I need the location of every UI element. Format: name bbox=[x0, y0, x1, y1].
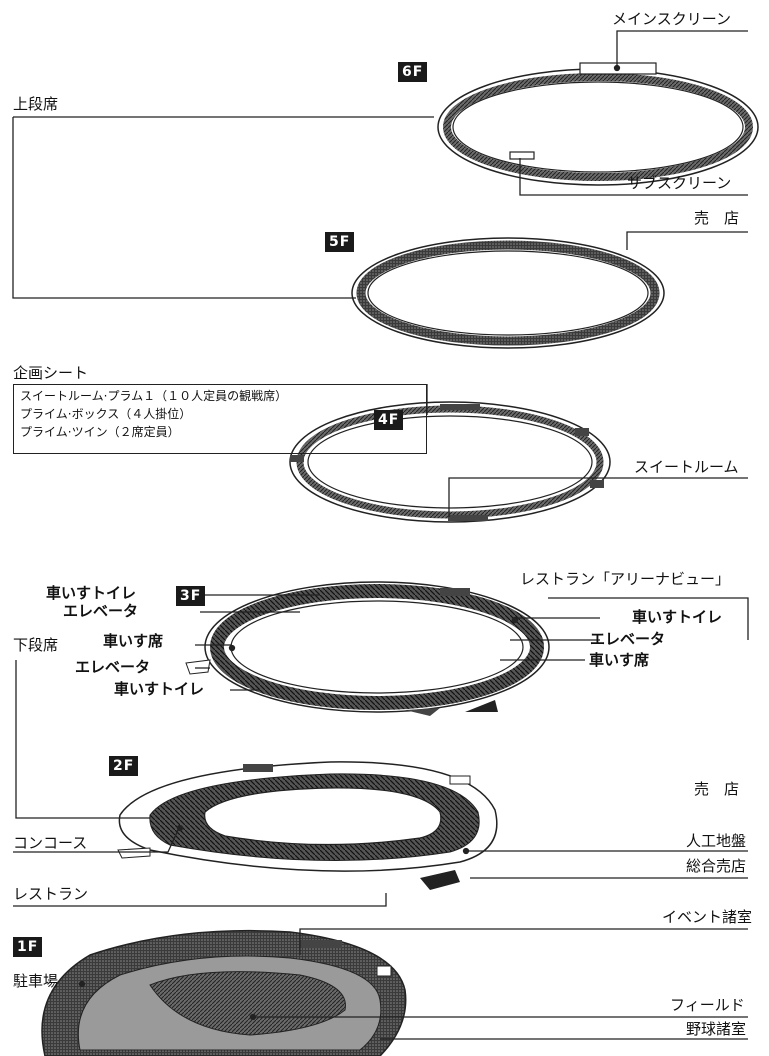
leader-lines-3f bbox=[195, 594, 749, 691]
label-elevator-right: エレベータ bbox=[590, 630, 666, 648]
floor-4f-ring bbox=[289, 401, 611, 523]
floor-1f-ring bbox=[41, 929, 407, 1056]
label-wheelchair-toilet-right: 車いすトイレ bbox=[632, 608, 723, 626]
label-wheelchair-toilet-left-top: 車いすトイレ bbox=[46, 584, 137, 602]
label-parking: 駐車場 bbox=[13, 972, 59, 990]
label-elevator-left-bottom: エレベータ bbox=[75, 658, 151, 676]
label-kikaku-item: スイートルーム·プラム１（１０人定員の観戦席） bbox=[20, 389, 288, 403]
label-general-shop: 総合売店 bbox=[686, 857, 747, 875]
label-kikaku-seat: 企画シート bbox=[13, 364, 89, 382]
label-elevator-left-top: エレベータ bbox=[63, 602, 139, 620]
label-restaurant: レストラン bbox=[13, 885, 89, 903]
label-main-screen: メインスクリーン bbox=[612, 10, 731, 28]
label-wheelchair-seat-left: 車いす席 bbox=[103, 632, 164, 650]
kikaku-seat-box bbox=[13, 384, 427, 454]
floor-6f-ring bbox=[437, 62, 759, 186]
label-sub-screen: サブスクリーン bbox=[627, 174, 732, 192]
floor-badge-2f: 2F bbox=[109, 756, 139, 776]
label-wheelchair-toilet-left-bottom: 車いすトイレ bbox=[114, 680, 205, 698]
label-shop-2f: 売 店 bbox=[694, 780, 740, 798]
label-kikaku-item: プライム·ボックス（４人掛位） bbox=[20, 407, 192, 421]
label-field: フィールド bbox=[670, 996, 745, 1014]
leader-lines-1f bbox=[78, 928, 748, 1040]
leader-lines-6f bbox=[12, 30, 748, 299]
sub-screen-shape bbox=[509, 151, 535, 160]
label-wheelchair-seat-right: 車いす席 bbox=[589, 651, 650, 669]
field-shape bbox=[149, 971, 346, 1036]
label-lower-seats: 下段席 bbox=[13, 636, 59, 654]
label-restaurant-arena: レストラン「アリーナビュー」 bbox=[520, 570, 731, 588]
leader-lines-4f bbox=[426, 384, 748, 517]
floor-3f-ring bbox=[185, 581, 550, 716]
label-concourse: コンコース bbox=[13, 834, 88, 852]
label-artificial-ground: 人工地盤 bbox=[686, 832, 747, 850]
label-upper-seats: 上段席 bbox=[13, 95, 59, 113]
floor-badge-6f: 6F bbox=[398, 62, 428, 82]
floor-badge-4f: 4F bbox=[374, 410, 404, 430]
label-event-rooms: イベント諸室 bbox=[662, 908, 753, 926]
label-shop-5f: 売 店 bbox=[694, 209, 740, 227]
label-kikaku-item: プライム·ツイン（２席定員） bbox=[20, 425, 180, 439]
leader-lines-2f bbox=[13, 824, 748, 907]
floor-badge-3f: 3F bbox=[176, 586, 206, 606]
floor-2f-ring bbox=[117, 761, 498, 890]
floor-badge-5f: 5F bbox=[325, 232, 355, 252]
leader-lines-5f bbox=[626, 231, 748, 250]
label-baseball-rooms: 野球諸室 bbox=[686, 1020, 747, 1038]
floor-5f-ring bbox=[351, 237, 665, 349]
floor-badge-1f: 1F bbox=[13, 937, 43, 957]
label-suite-room: スイートルーム bbox=[634, 458, 739, 476]
